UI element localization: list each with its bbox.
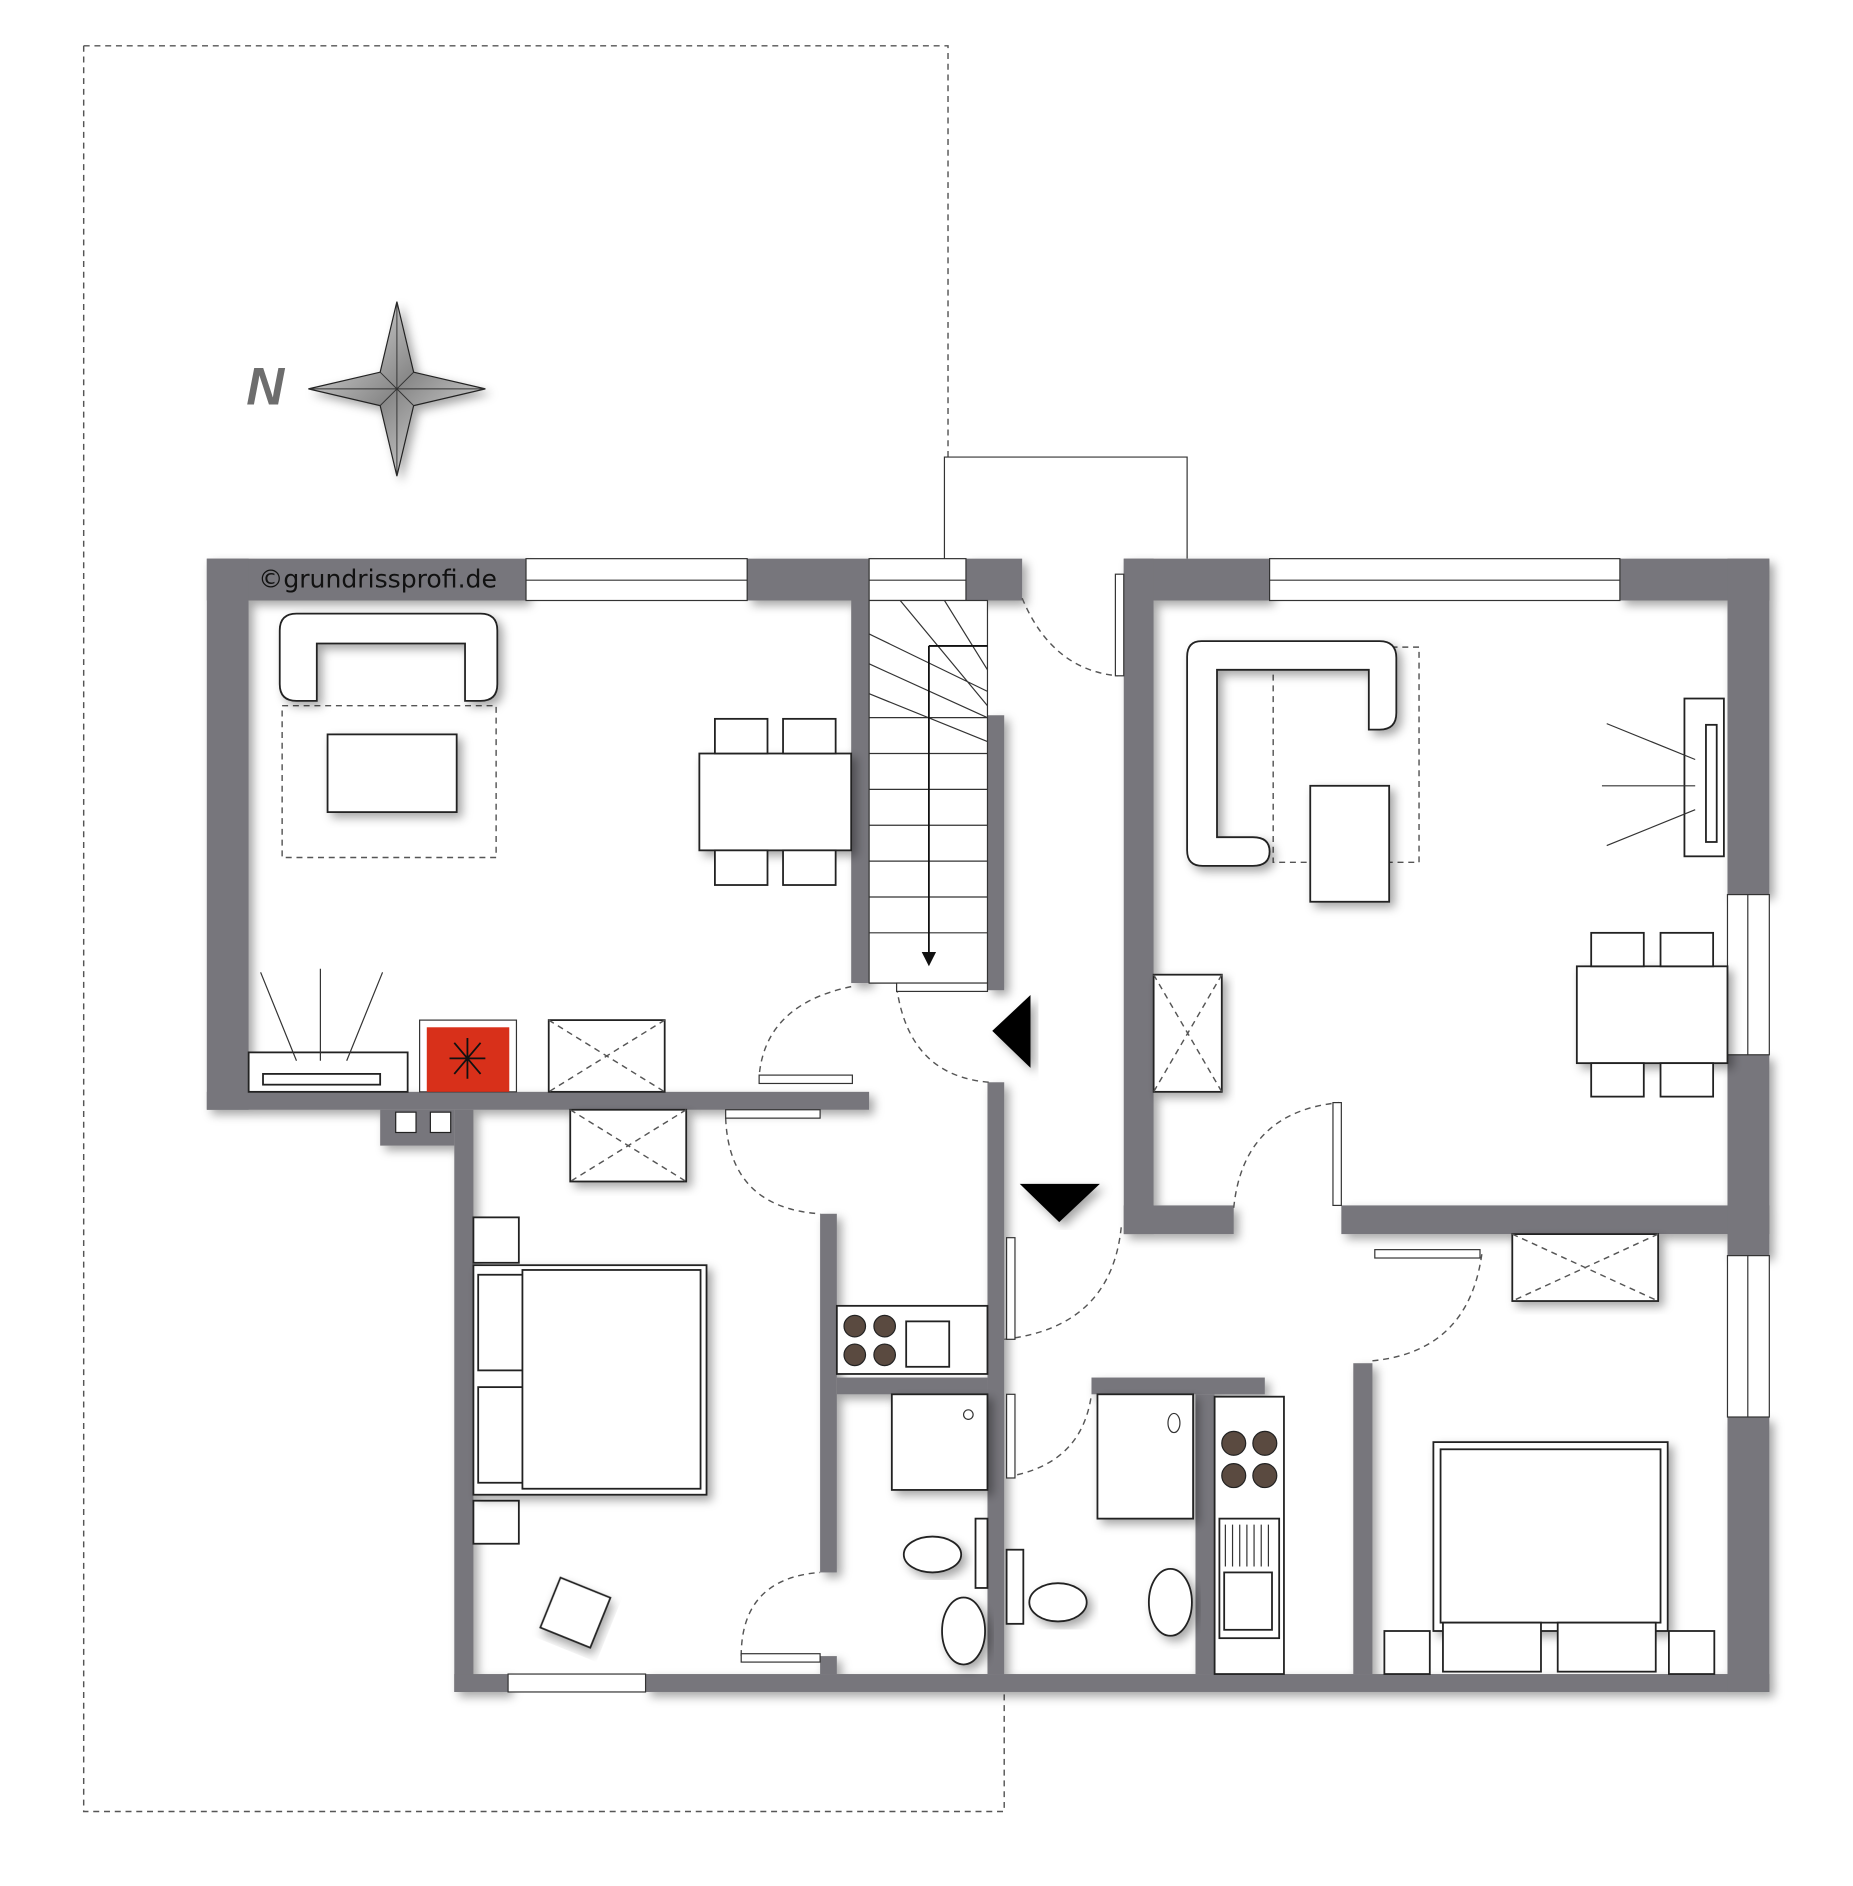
entrance-arrow-icon (992, 995, 1031, 1068)
furniture-right (1005, 640, 1729, 1675)
coffee-table-icon (326, 733, 458, 813)
shower-icon (890, 1393, 989, 1491)
wardrobe-icon (1511, 1233, 1660, 1302)
toilet-icon (902, 1535, 963, 1574)
dining-table-icon (1575, 965, 1729, 1065)
cabinet-icon (1152, 973, 1223, 1093)
coffee-table-icon (1309, 784, 1391, 903)
sink-icon (1147, 1567, 1193, 1637)
entrance-canopy (943, 456, 1188, 559)
dining-table-icon (698, 752, 853, 852)
north-label: N (246, 357, 285, 416)
tv-icon (1683, 697, 1725, 858)
plot-boundary (82, 45, 1005, 1813)
double-bed-icon (472, 1264, 708, 1496)
chair-icon (539, 1576, 612, 1649)
tv-icon (247, 1051, 409, 1093)
corner-sofa-icon (1186, 640, 1398, 867)
stair-arrow-icon (921, 951, 937, 967)
copyright-label: ©grundrissprofi.de (258, 564, 497, 593)
doors (724, 573, 1484, 1663)
entrance-arrow-icon (1019, 1183, 1100, 1223)
compass-rose-icon (308, 301, 486, 477)
staircase (868, 599, 989, 984)
sofa-icon (278, 612, 499, 702)
wardrobe-icon (569, 1108, 688, 1183)
toilet-icon (1028, 1582, 1088, 1623)
furniture (247, 612, 989, 1666)
walls (206, 558, 1770, 1692)
sink-icon (941, 1596, 986, 1666)
windows (507, 558, 1770, 1693)
cabinet-icon (547, 1019, 666, 1093)
double-bed-icon (1432, 1441, 1669, 1632)
shower-icon (1096, 1393, 1194, 1520)
